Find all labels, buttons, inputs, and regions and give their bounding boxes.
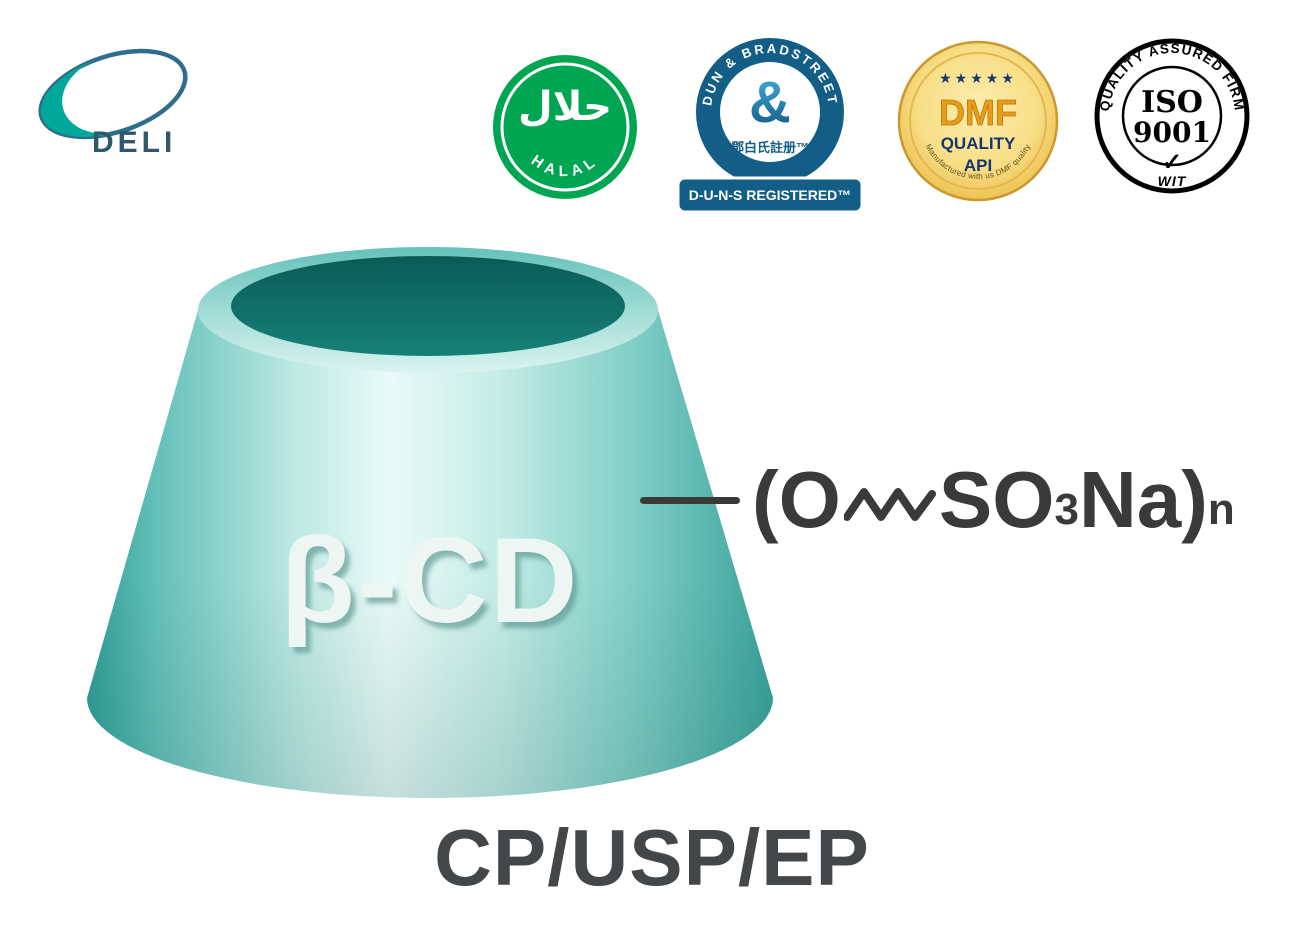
zigzag-bond-icon [843, 488, 936, 521]
dmf-quality-label: QUALITY [941, 134, 1016, 153]
duns-badge: DUN & BRADSTREET & 鄧白氏註册™ D-U-N-S REGIST… [676, 38, 864, 214]
duns-chinese-text: 鄧白氏註册™ [731, 140, 809, 155]
halal-arabic-text: حلال [518, 84, 612, 130]
formula-close: Na) [1078, 455, 1208, 544]
logo-text: DELI [92, 126, 176, 159]
halal-badge-disc [493, 55, 637, 199]
dmf-inner-ring [909, 52, 1047, 190]
dmf-api-label: API [964, 156, 992, 175]
formula-sub-n: n [1207, 484, 1235, 534]
iso-checkmark-icon: ✓ [1162, 149, 1182, 176]
cone-label: β-CD [280, 512, 580, 648]
cone-cavity [231, 256, 625, 356]
iso-line1: ISO [1141, 85, 1203, 120]
deli-logo: DELI [38, 48, 188, 159]
iso-badge: QUALITY ASSURED FIRM ISO 9001 ✓ WIT [1094, 38, 1250, 194]
formula-mid: SO [938, 455, 1055, 544]
bond-line [640, 496, 740, 504]
duns-ampersand-icon: & [749, 70, 791, 135]
pharmacopoeia-grades: CP/USP/EP [434, 813, 870, 902]
formula-open: (O [752, 455, 841, 544]
iso-line2: 9001 [1133, 116, 1211, 149]
halal-badge-ring [500, 62, 630, 192]
duns-center-disc [720, 62, 820, 162]
duns-banner [676, 176, 864, 214]
duns-banner-text: D-U-N-S REGISTERED™ [689, 187, 852, 203]
iso-outer-ring [1094, 38, 1250, 194]
dmf-stars: ★★★★★ [939, 70, 1017, 86]
cone-body-shade [87, 310, 773, 798]
logo-swoosh [40, 57, 125, 137]
cyclodextrin-cone [87, 247, 773, 798]
dmf-title: DMF [939, 92, 1017, 133]
dmf-disc [897, 40, 1059, 202]
formula: (O SO 3 Na) n [640, 450, 1235, 550]
formula-sub-three: 3 [1054, 484, 1079, 534]
halal-badge: حلال HALAL [493, 55, 637, 199]
dmf-badge: ★★★★★ DMF QUALITY API Manufactured with … [897, 40, 1059, 202]
iso-inner-ring [1121, 65, 1223, 167]
iso-signature-mark: WIT [1158, 173, 1187, 189]
